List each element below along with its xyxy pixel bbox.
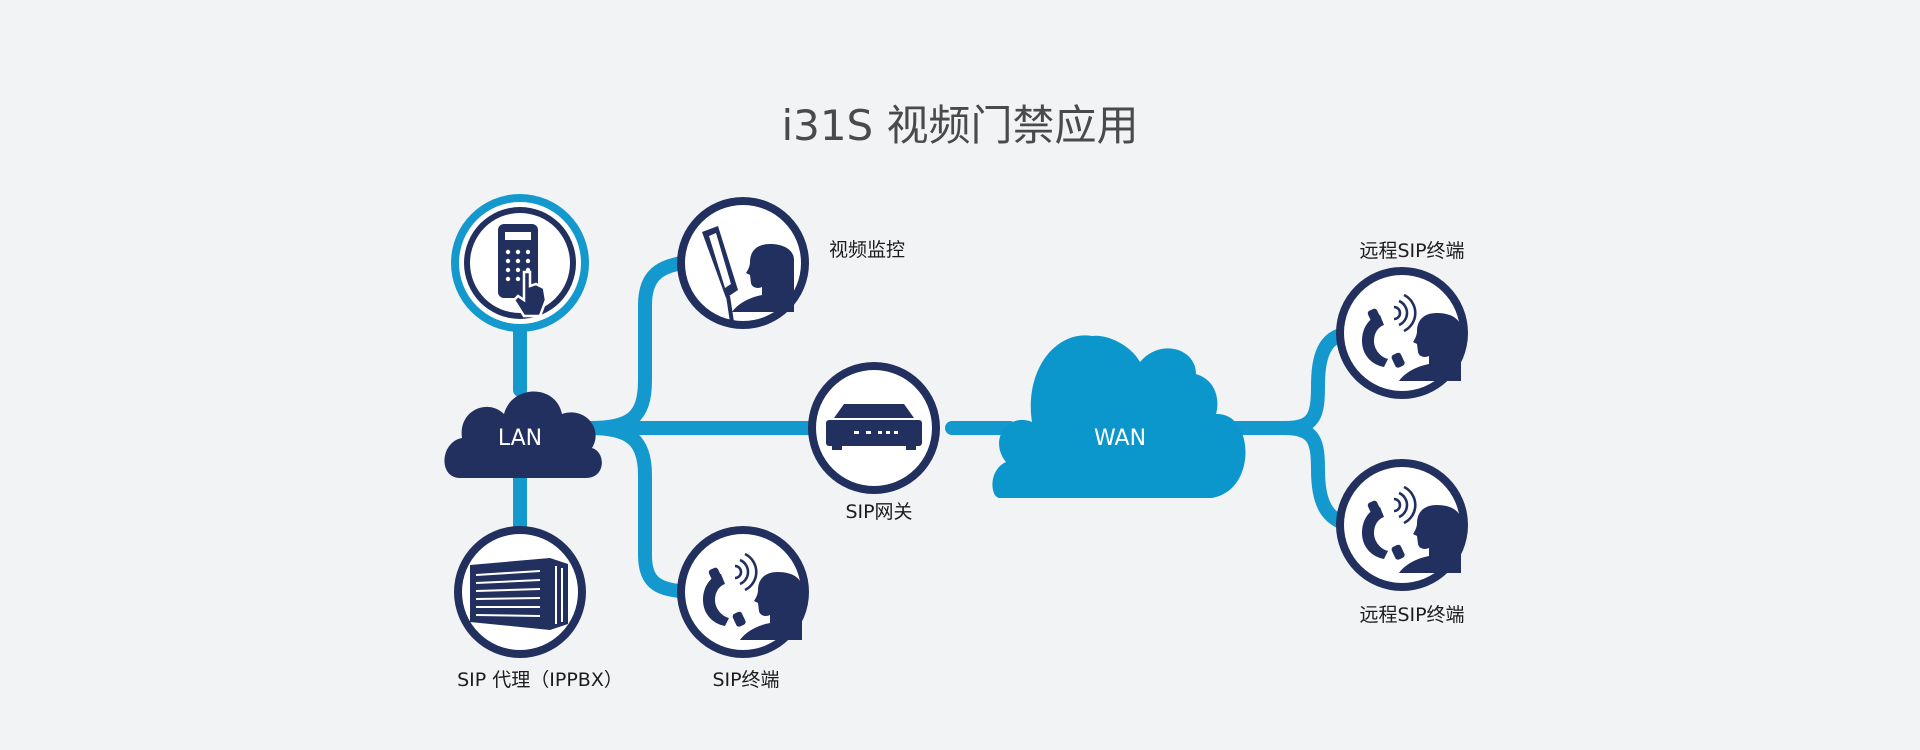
sip-proxy-node xyxy=(454,526,586,658)
monitor-icon xyxy=(702,226,738,323)
sip-terminal-label: SIP终端 xyxy=(712,669,779,691)
sip-gateway-label: SIP网关 xyxy=(845,501,912,523)
access-control-node xyxy=(451,194,589,332)
server-icon xyxy=(470,558,568,630)
remote-terminal-top-label: 远程SIP终端 xyxy=(1359,240,1464,262)
page-title: i31S 视频门禁应用 xyxy=(781,101,1138,150)
video-monitor-node xyxy=(677,197,809,329)
remote-terminal-bottom-node xyxy=(1336,459,1468,591)
remote-terminal-top-node xyxy=(1336,267,1468,399)
video-monitor-label: 视频监控 xyxy=(829,239,905,261)
sip-proxy-label: SIP 代理（IPPBX） xyxy=(457,669,623,691)
gateway-icon xyxy=(826,404,922,450)
wan-cloud: WAN xyxy=(992,335,1246,498)
keypad-icon xyxy=(498,224,548,318)
lan-cloud: LAN xyxy=(444,391,602,478)
wan-label: WAN xyxy=(1094,426,1146,451)
connection-lines xyxy=(513,255,1357,599)
remote-terminal-bottom-label: 远程SIP终端 xyxy=(1359,604,1464,626)
lan-label: LAN xyxy=(498,426,542,451)
sip-terminal-node xyxy=(677,526,809,658)
sip-gateway-node xyxy=(808,362,940,494)
